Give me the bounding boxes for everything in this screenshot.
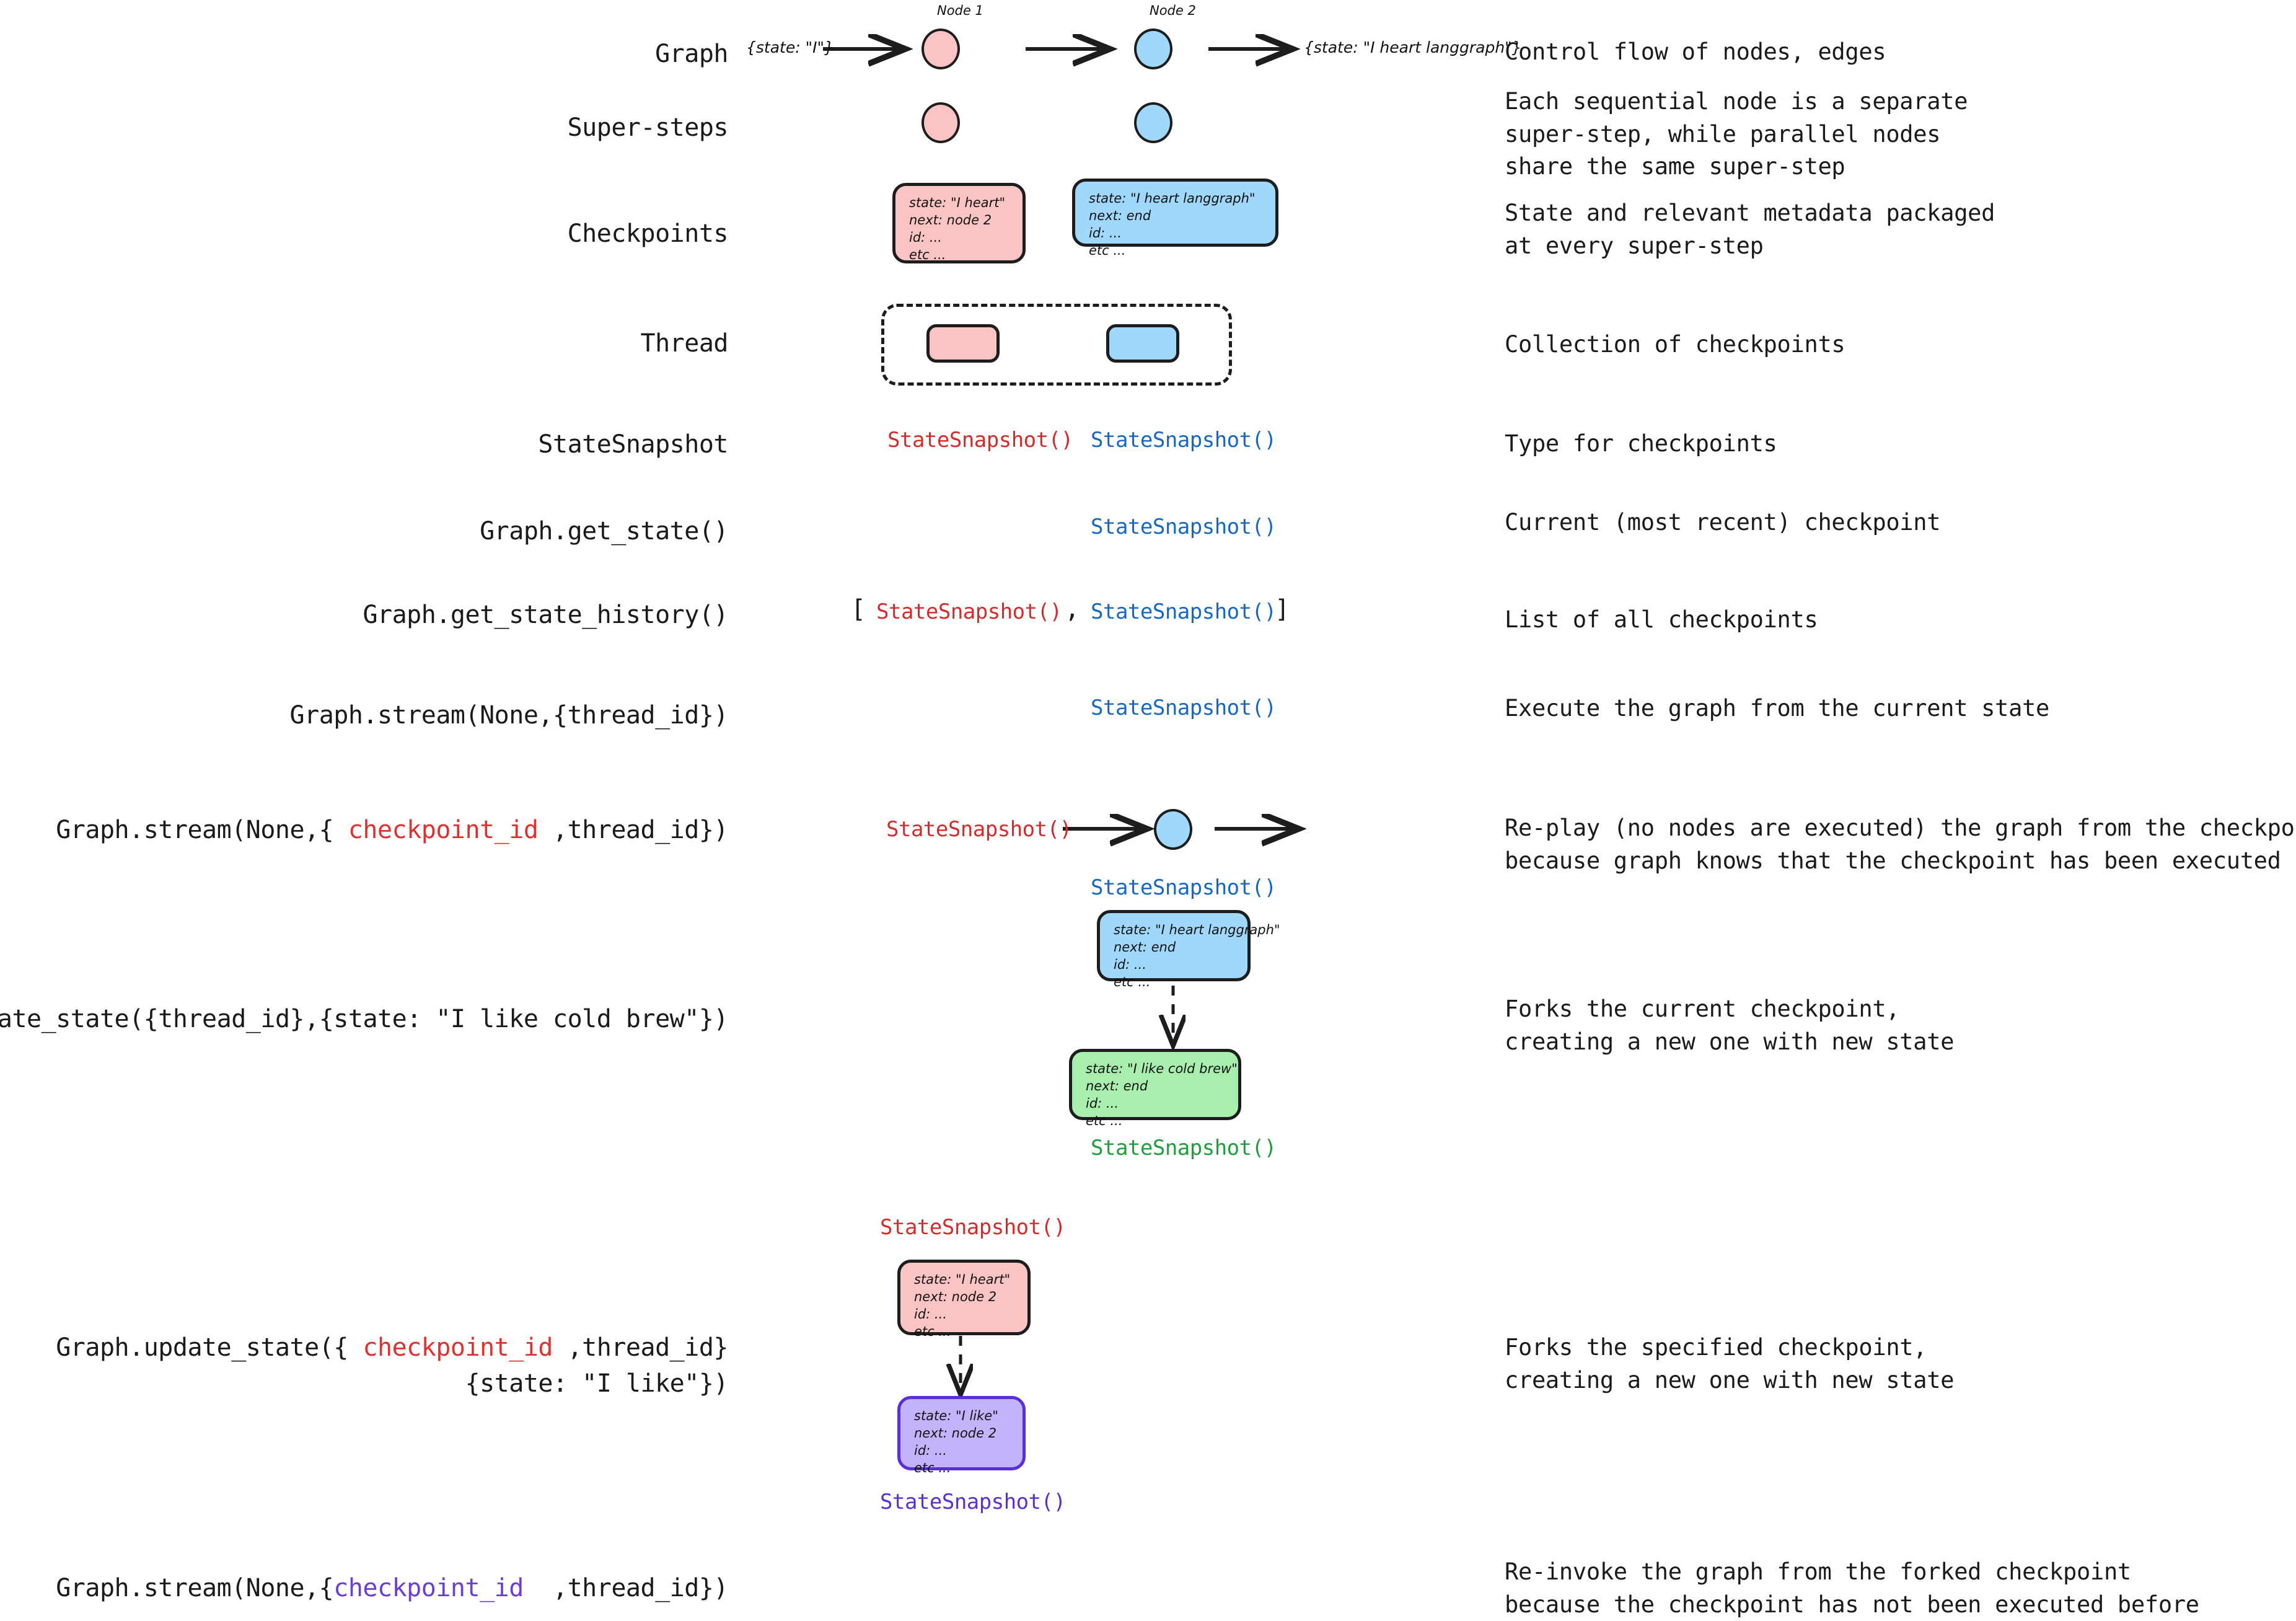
node-2[interactable]	[1134, 29, 1172, 69]
row-description-super-steps: Each sequential node is a separate super…	[1505, 88, 1968, 180]
stream-forked-label-post: ,thread_id})	[523, 1574, 729, 1602]
stream-checkpoint-label-highlight: checkpoint_id	[348, 816, 539, 844]
node-1[interactable]	[921, 29, 960, 69]
row-description-stream-checkpoint: Re-play (no nodes are executed) the grap…	[1505, 815, 2296, 874]
statesnapshot-red: StateSnapshot()	[887, 428, 1073, 453]
replay-snapshot-red: StateSnapshot()	[886, 817, 1072, 842]
stream-thread-snapshot-blue: StateSnapshot()	[1091, 696, 1277, 720]
update-thread-snapshot-blue: StateSnapshot()	[1091, 875, 1277, 900]
history-bracket-close: ]	[1275, 595, 1290, 624]
stream-forked-label-highlight: checkpoint_id	[333, 1574, 524, 1602]
row-description-graph: Control flow of nodes, edges	[1505, 38, 1886, 65]
history-bracket-open: [	[851, 595, 866, 624]
node1-caption: Node 1	[937, 3, 983, 18]
update-checkpoint-label-highlight: checkpoint_id	[363, 1333, 553, 1362]
graph-input-state: {state: "I"}	[746, 38, 834, 56]
row-description-checkpoints: State and relevant metadata packaged at …	[1505, 200, 1995, 259]
statesnapshot-blue: StateSnapshot()	[1091, 428, 1277, 453]
super-step-node-1[interactable]	[921, 102, 960, 143]
history-comma: ,	[1065, 595, 1080, 624]
row-description-statesnapshot: Type for checkpoints	[1505, 430, 1777, 457]
update-checkpoint-snapshot-red: StateSnapshot()	[880, 1215, 1066, 1240]
super-step-node-2[interactable]	[1134, 102, 1172, 143]
row-label-get-state-history: Graph.get_state_history()	[363, 601, 728, 629]
thread-container	[881, 304, 1232, 386]
update-checkpoint-card-pink: state: "I heart" next: node 2 id: ... et…	[897, 1260, 1031, 1339]
row-label-thread: Thread	[640, 329, 729, 358]
thread-checkpoint-pink[interactable]	[926, 324, 1000, 363]
checkpoint-card-pink: state: "I heart" next: node 2 id: ... et…	[892, 183, 1026, 263]
stream-forked-label-pre: Graph.stream(None,{	[56, 1574, 334, 1602]
row-label-checkpoints: Checkpoints	[567, 219, 729, 248]
row-label-statesnapshot: StateSnapshot	[538, 430, 728, 459]
get-state-snapshot-blue: StateSnapshot()	[1091, 515, 1277, 539]
update-checkpoint-snapshot-violet: StateSnapshot()	[880, 1490, 1066, 1514]
graph-output-state: {state: "I heart langgraph"}	[1304, 38, 1522, 56]
update-thread-card-green: state: "I like cold brew" next: end id: …	[1069, 1049, 1241, 1128]
row-description-update-state-thread: Forks the current checkpoint, creating a…	[1505, 996, 1955, 1055]
row-description-get-state: Current (most recent) checkpoint	[1505, 509, 1941, 536]
row-label-update-state-thread: Graph.update_state({thread_id},{state: "…	[0, 1005, 729, 1033]
history-snapshot-red: StateSnapshot()	[876, 599, 1062, 624]
row-description-stream-thread: Execute the graph from the current state	[1505, 695, 2050, 722]
node2-caption: Node 2	[1150, 3, 1196, 18]
row-label-stream-checkpoint: Graph.stream(None,{ checkpoint_id ,threa…	[56, 812, 728, 848]
replay-node[interactable]	[1154, 809, 1192, 850]
row-description-stream-forked: Re-invoke the graph from the forked chec…	[1505, 1558, 2199, 1618]
stream-checkpoint-label-post: ,thread_id})	[538, 816, 728, 844]
row-description-update-state-checkpoint: Forks the specified checkpoint, creating…	[1505, 1334, 1955, 1394]
row-label-update-state-checkpoint: Graph.update_state({ checkpoint_id ,thre…	[56, 1330, 728, 1402]
stream-checkpoint-label-pre: Graph.stream(None,{	[56, 816, 348, 844]
update-checkpoint-label-line2: {state: "I like"})	[465, 1369, 729, 1398]
row-label-graph: Graph	[655, 40, 728, 68]
row-label-super-steps: Super-steps	[567, 113, 729, 142]
checkpoint-card-blue: state: "I heart langgraph" next: end id:…	[1072, 179, 1278, 258]
row-label-stream-forked: Graph.stream(None,{checkpoint_id ,thread…	[56, 1570, 728, 1606]
update-thread-card-blue: state: "I heart langgraph" next: end id:…	[1097, 910, 1280, 989]
row-label-get-state: Graph.get_state()	[480, 517, 728, 545]
history-snapshot-blue: StateSnapshot()	[1091, 599, 1277, 624]
row-description-get-state-history: List of all checkpoints	[1505, 606, 1818, 633]
row-description-thread: Collection of checkpoints	[1505, 331, 1845, 358]
row-label-stream-thread: Graph.stream(None,{thread_id})	[289, 701, 729, 730]
update-checkpoint-label-pre: Graph.update_state({	[56, 1333, 363, 1362]
update-checkpoint-label-post: ,thread_id}	[553, 1333, 729, 1362]
update-checkpoint-card-violet: state: "I like" next: node 2 id: ... etc…	[897, 1396, 1026, 1475]
update-thread-snapshot-green: StateSnapshot()	[1091, 1136, 1277, 1160]
thread-checkpoint-blue[interactable]	[1106, 324, 1179, 363]
